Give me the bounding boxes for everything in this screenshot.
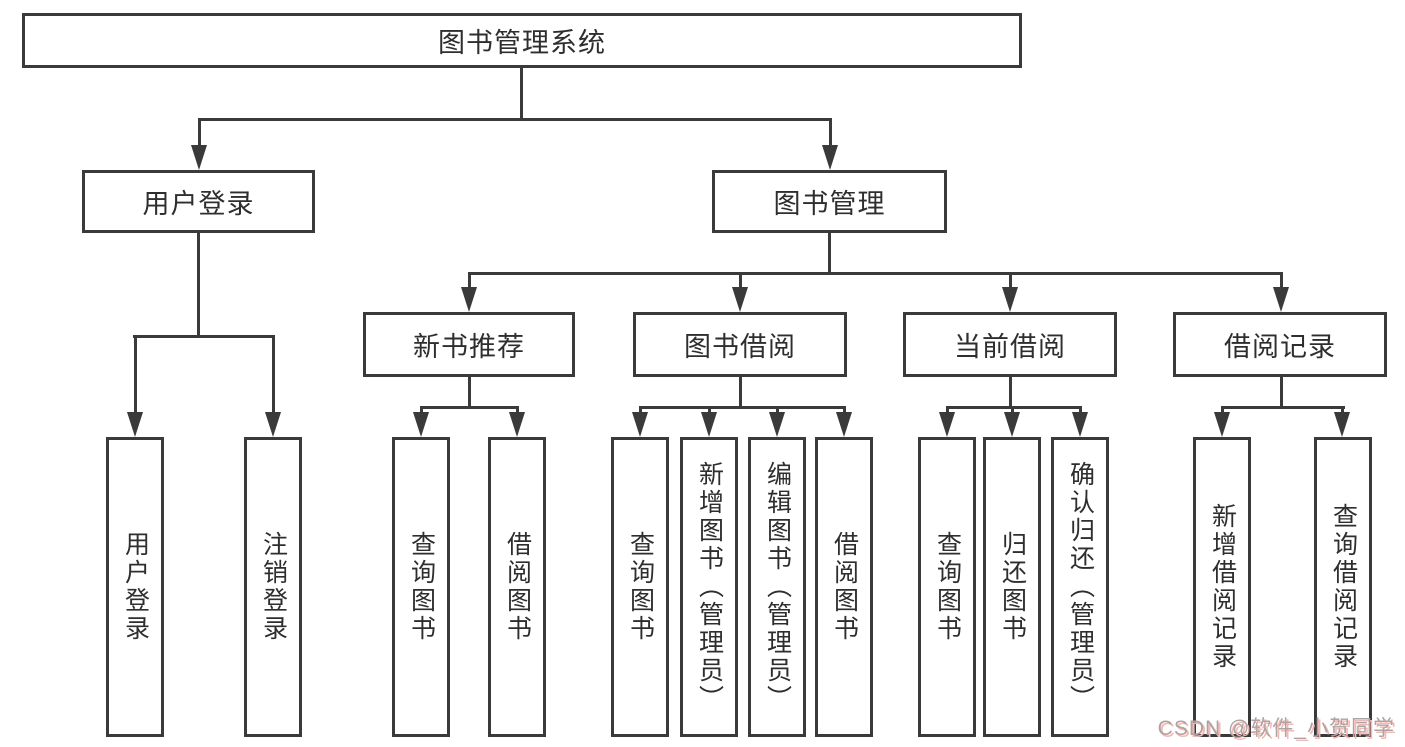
arrowhead-icon <box>509 412 525 437</box>
connector-line <box>520 66 523 118</box>
arrowhead-icon <box>1004 412 1020 437</box>
arrowhead-icon <box>822 145 838 170</box>
leaf-query-books-recommend: 查询图书 <box>392 437 450 737</box>
leaf-confirm-return-admin: 确认归还（管理员） <box>1051 437 1109 737</box>
connector-line <box>739 272 742 292</box>
node-user-login: 用户登录 <box>82 170 315 233</box>
connector-line <box>468 272 471 292</box>
connector-line <box>420 406 519 409</box>
leaf-query-borrow-record: 查询借阅记录 <box>1314 437 1372 737</box>
arrowhead-icon <box>1273 287 1289 312</box>
arrowhead-icon <box>632 412 648 437</box>
arrowhead-icon <box>836 412 852 437</box>
connector-line <box>133 335 275 338</box>
leaf-borrow-books: 借阅图书 <box>815 437 873 737</box>
connector-line <box>639 406 846 409</box>
arrowhead-icon <box>1002 287 1018 312</box>
connector-line <box>1009 272 1012 292</box>
connector-line <box>828 233 831 274</box>
csdn-watermark: CSDN @软件_小贺同学 <box>1157 717 1395 740</box>
arrowhead-icon <box>732 287 748 312</box>
leaf-add-book-admin: 新增图书（管理员） <box>680 437 738 737</box>
arrowhead-icon <box>701 412 717 437</box>
connector-line <box>829 118 832 150</box>
node-borrowing-records: 借阅记录 <box>1173 312 1387 377</box>
leaf-return-books: 归还图书 <box>983 437 1041 737</box>
arrowhead-icon <box>1072 412 1088 437</box>
connector-line <box>1280 272 1283 292</box>
node-current-borrowing: 当前借阅 <box>903 312 1117 377</box>
node-new-book-recommend: 新书推荐 <box>363 312 575 377</box>
connector-line <box>468 377 471 408</box>
arrowhead-icon <box>127 412 143 437</box>
leaf-edit-book-admin: 编辑图书（管理员） <box>748 437 806 737</box>
leaf-query-books-current: 查询图书 <box>918 437 976 737</box>
arrowhead-icon <box>769 412 785 437</box>
connector-line <box>1221 406 1345 409</box>
leaf-query-books-borrowing: 查询图书 <box>611 437 669 737</box>
connector-line <box>198 118 832 121</box>
connector-line <box>197 233 200 335</box>
leaf-logout: 注销登录 <box>244 437 302 737</box>
arrowhead-icon <box>1334 412 1350 437</box>
node-library-management-system: 图书管理系统 <box>22 13 1022 68</box>
leaf-add-borrow-record: 新增借阅记录 <box>1193 437 1251 737</box>
connector-line <box>946 406 1082 409</box>
node-book-borrowing: 图书借阅 <box>633 312 847 377</box>
connector-line <box>198 118 201 150</box>
leaf-user-login: 用户登录 <box>106 437 164 737</box>
connector-line <box>272 335 275 415</box>
connector-line <box>1280 377 1283 408</box>
leaf-borrow-books-recommend: 借阅图书 <box>488 437 546 737</box>
node-book-management: 图书管理 <box>712 170 947 233</box>
arrowhead-icon <box>191 145 207 170</box>
arrowhead-icon <box>461 287 477 312</box>
arrowhead-icon <box>265 412 281 437</box>
connector-line <box>134 335 137 415</box>
arrowhead-icon <box>1214 412 1230 437</box>
connector-line <box>468 272 1282 275</box>
arrowhead-icon <box>413 412 429 437</box>
arrowhead-icon <box>939 412 955 437</box>
connector-line <box>1009 377 1012 408</box>
connector-line <box>739 377 742 408</box>
